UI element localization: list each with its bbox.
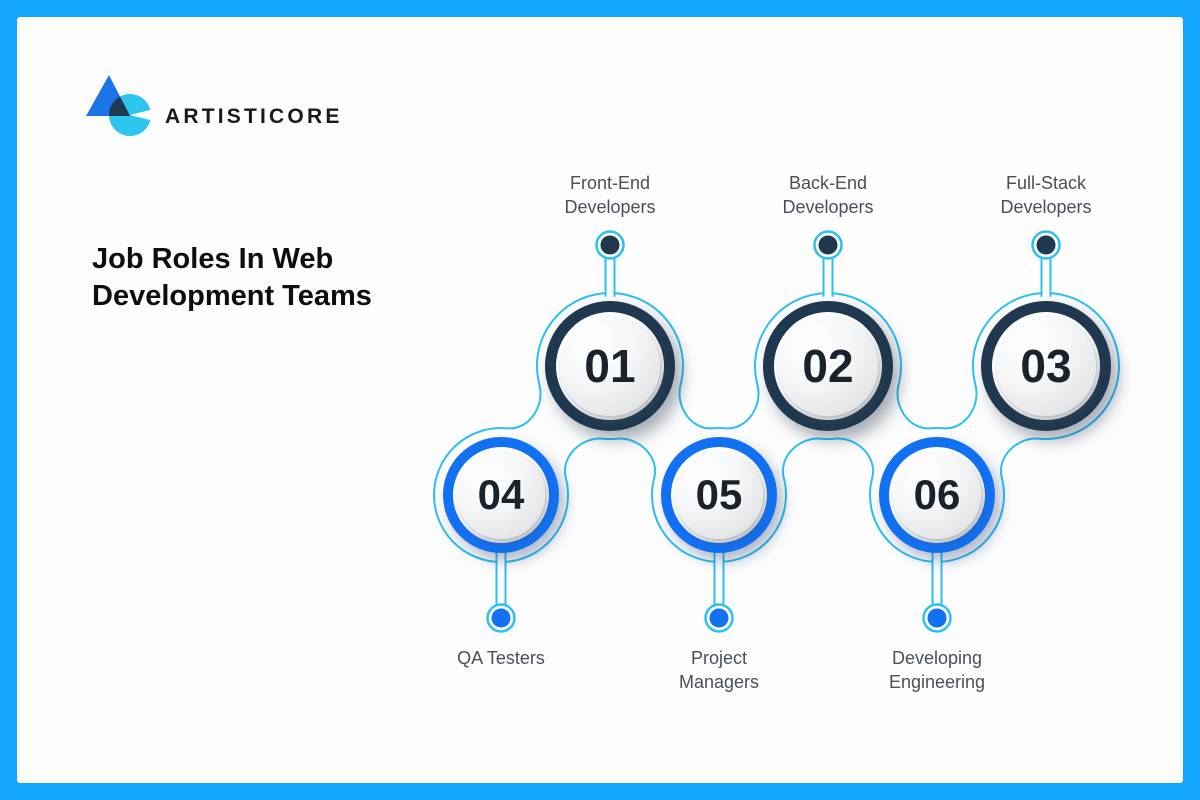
node-number: 04 <box>477 471 525 518</box>
brand-text: ARTISTICORE <box>165 105 343 128</box>
node-circle-03: 03 <box>981 301 1111 431</box>
node-disc: 02 <box>778 316 878 416</box>
node-label-04: QA Testers <box>457 648 545 668</box>
node-disc: 04 <box>457 451 545 539</box>
node-number: 05 <box>695 471 743 518</box>
artisticore-logo-icon <box>86 75 151 136</box>
node-number: 01 <box>584 340 636 392</box>
node-label-05: Project Managers <box>678 648 760 692</box>
node-label-06: Developing Engineering <box>888 648 986 692</box>
node-disc: 05 <box>675 451 763 539</box>
page-title: Job Roles In Web Development Teams <box>92 243 372 312</box>
node-circle-01: 01 <box>545 301 675 431</box>
node-disc: 06 <box>893 451 981 539</box>
node-number: 06 <box>913 471 961 518</box>
node-disc: 03 <box>996 316 1096 416</box>
node-label-02: Back-End Developers <box>782 173 874 217</box>
node-disc: 01 <box>560 316 660 416</box>
node-circle-06: 06 <box>879 437 995 553</box>
node-circle-02: 02 <box>763 301 893 431</box>
node-number: 03 <box>1020 340 1072 392</box>
node-number: 02 <box>802 340 854 392</box>
logo-overlap-shape <box>109 94 130 116</box>
node-label-03: Full-Stack Developers <box>1000 173 1092 217</box>
node-circle-04: 04 <box>443 437 559 553</box>
node-circle-05: 05 <box>661 437 777 553</box>
node-label-01: Front-End Developers <box>564 173 656 217</box>
